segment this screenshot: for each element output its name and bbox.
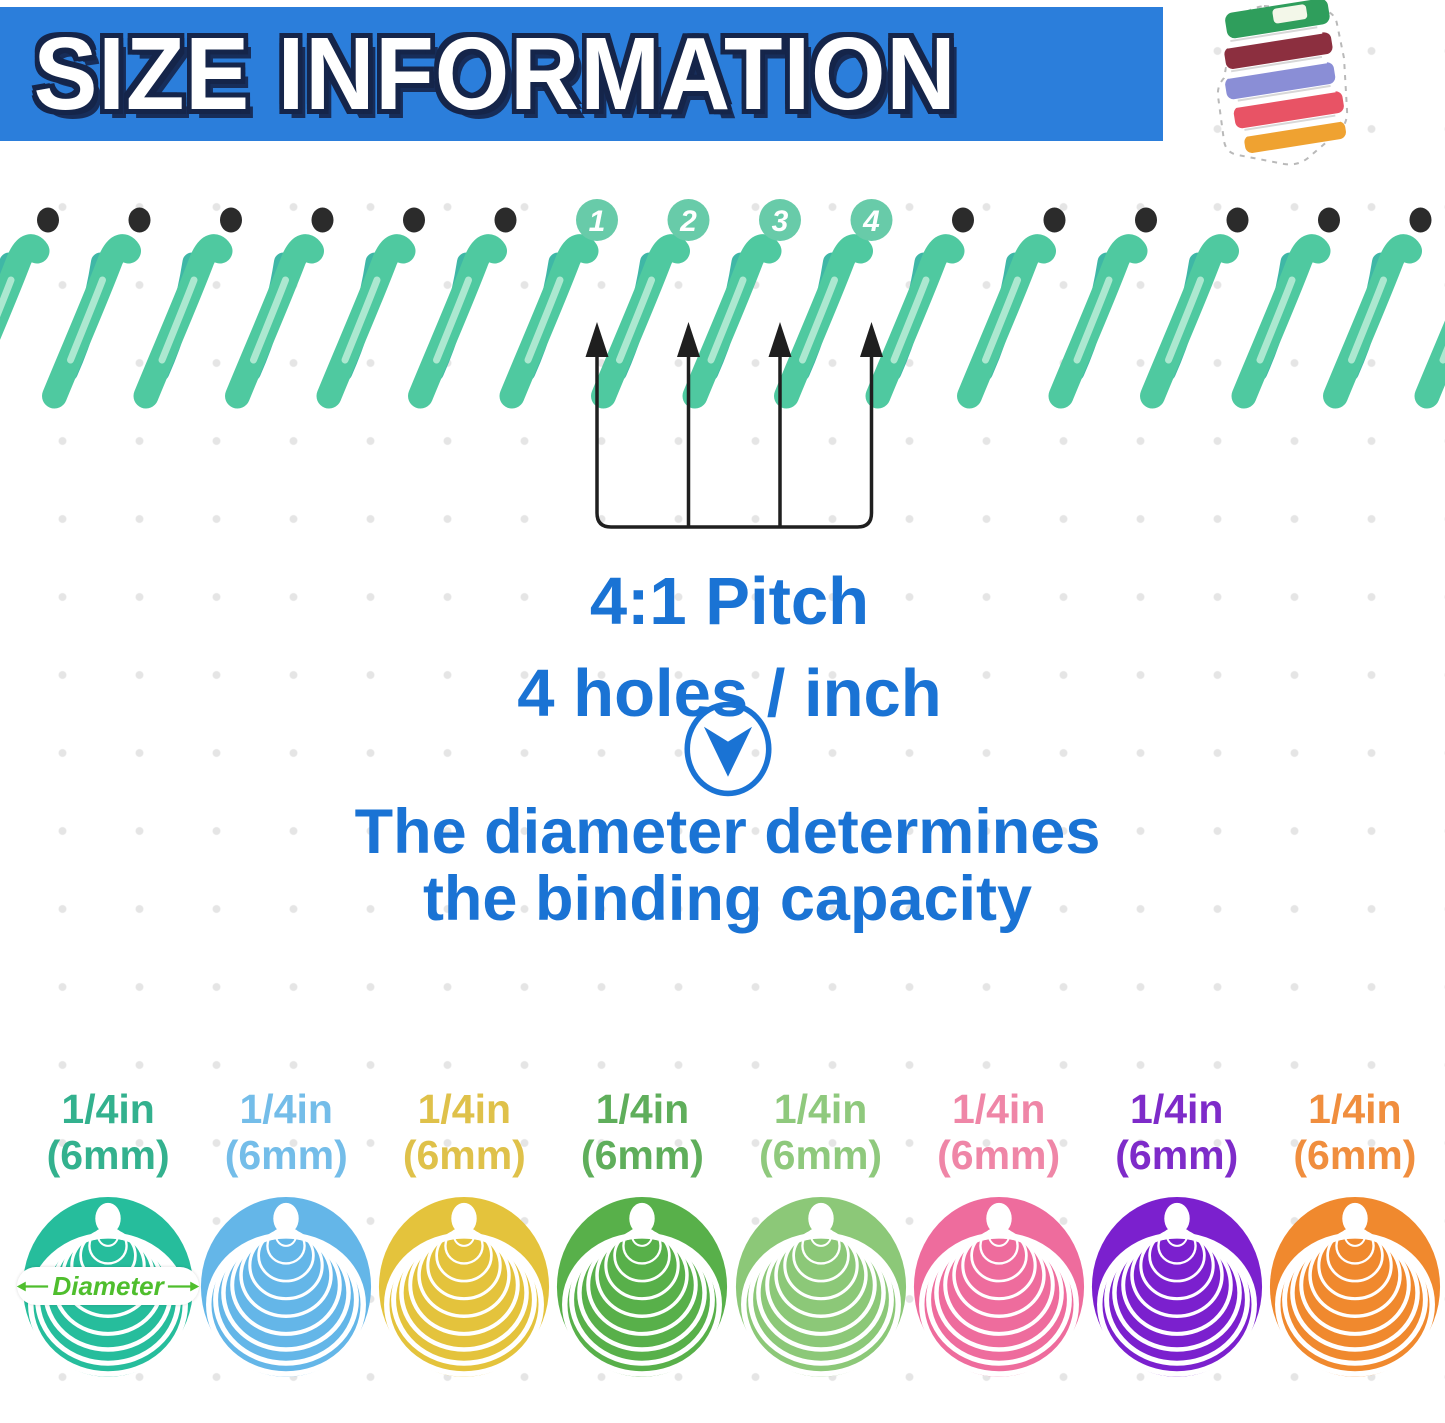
size-mm-label: (6mm): [580, 1132, 704, 1178]
punch-hole-dot: [128, 207, 151, 233]
coil-size-item: 1/4in (6mm): [911, 1086, 1087, 1380]
size-inches-label: 1/4in: [595, 1086, 690, 1132]
punch-hole-dot: [403, 207, 425, 233]
svg-text:4: 4: [862, 205, 880, 238]
coil-end-illustration: [913, 1196, 1084, 1377]
size-mm-label: (6mm): [759, 1132, 883, 1178]
size-inches-label: 1/4in: [951, 1086, 1046, 1132]
pitch-line2: 4 holes / inch: [517, 656, 942, 731]
up-arrowhead: [768, 322, 792, 357]
numbered-hole-badge: 3: [759, 199, 801, 241]
coil-size-item: 1/4in (6mm): [1267, 1086, 1443, 1380]
coil-end-wrap: [733, 1188, 909, 1380]
size-mm-label: (6mm): [402, 1132, 526, 1178]
size-inches-label: 1/4in: [61, 1086, 155, 1132]
books-stack: [1224, 0, 1346, 153]
numbered-hole-badge: 2: [667, 199, 710, 241]
coil-end-wrap: [1089, 1188, 1265, 1380]
size-inches-label: 1/4in: [417, 1086, 512, 1132]
chevron-down-circle-icon: [684, 701, 772, 797]
arrow-left-icon: [17, 1281, 49, 1291]
coil-sizes-row: 1/4in (6mm) Diameter: [0, 1086, 1445, 1380]
coil-end-illustration: [1269, 1196, 1440, 1377]
coil-size-item: 1/4in (6mm): [198, 1086, 374, 1380]
diameter-label: Diameter: [52, 1270, 164, 1301]
coil-end-wrap: Diameter: [17, 1188, 200, 1380]
chevron-down-glyph: [703, 726, 753, 777]
up-arrowhead: [677, 322, 700, 357]
up-arrowhead: [860, 322, 883, 357]
size-inches-label: 1/4in: [1308, 1086, 1402, 1132]
coil-size-item: 1/4in (6mm): [554, 1086, 730, 1380]
size-label: 1/4in (6mm): [1115, 1086, 1238, 1178]
coil-end-wrap: [911, 1188, 1087, 1380]
size-mm-label: (6mm): [224, 1132, 348, 1178]
coil-end-wrap: [1267, 1188, 1443, 1380]
coil-end-illustration: [1091, 1196, 1262, 1377]
capacity-text-block: The diameter determines the binding capa…: [5, 799, 1445, 933]
size-label: 1/4in (6mm): [403, 1086, 526, 1178]
coil-end-wrap: [554, 1188, 730, 1380]
size-label: 1/4in (6mm): [937, 1086, 1060, 1178]
punch-hole-dot: [952, 207, 974, 233]
svg-text:1: 1: [589, 205, 606, 238]
punch-hole-dot: [220, 207, 242, 233]
punch-hole-dot: [1135, 207, 1157, 233]
coil-end-wrap: [198, 1188, 374, 1380]
punch-hole-dot: [1409, 207, 1432, 233]
size-label: 1/4in (6mm): [225, 1086, 348, 1178]
arrow-right-icon: [167, 1281, 199, 1291]
page-title: SIZE INFORMATION: [33, 16, 957, 131]
coil-end-wrap: [376, 1188, 552, 1380]
size-mm-label: (6mm): [46, 1132, 170, 1178]
size-label: 1/4in (6mm): [1293, 1086, 1416, 1178]
size-label: 1/4in (6mm): [47, 1086, 170, 1178]
capacity-line1: The diameter determines: [354, 797, 1101, 867]
numbered-hole-badge: 1: [576, 199, 618, 241]
size-label: 1/4in (6mm): [581, 1086, 704, 1178]
size-mm-label: (6mm): [1115, 1132, 1239, 1178]
pitch-bracket: [595, 352, 874, 529]
size-inches-label: 1/4in: [239, 1086, 333, 1132]
size-inches-label: 1/4in: [773, 1086, 868, 1132]
header-banner: SIZE INFORMATION: [0, 7, 1163, 141]
punch-hole-dot: [1226, 207, 1249, 233]
numbered-hole-badge: 4: [850, 199, 893, 241]
punch-hole-dot: [311, 207, 334, 233]
books-stack-icon: [1216, 0, 1349, 166]
punch-hole-dot: [1318, 207, 1340, 233]
binding-coil-illustration: 1 2 3 4: [0, 199, 1445, 529]
coil-size-item: 1/4in (6mm): [376, 1086, 552, 1380]
coil-size-item: 1/4in (6mm) Diameter: [17, 1086, 200, 1380]
punch-hole-dot: [1043, 207, 1066, 233]
coil-end-illustration: [201, 1196, 372, 1377]
coil-size-item: 1/4in (6mm): [1089, 1086, 1265, 1380]
pitch-text-block: 4:1 Pitch 4 holes / inch: [7, 556, 1445, 740]
diameter-callout: Diameter: [17, 1267, 200, 1305]
size-label: 1/4in (6mm): [759, 1086, 882, 1178]
size-mm-label: (6mm): [937, 1132, 1061, 1178]
punch-hole-dot: [37, 207, 59, 233]
coil-size-item: 1/4in (6mm): [733, 1086, 909, 1380]
capacity-line2: the binding capacity: [422, 864, 1033, 934]
coil-end-illustration: [735, 1196, 906, 1377]
coil-end-illustration: [557, 1196, 728, 1377]
svg-text:3: 3: [772, 205, 789, 238]
svg-text:2: 2: [679, 205, 697, 238]
size-inches-label: 1/4in: [1130, 1086, 1224, 1132]
size-mm-label: (6mm): [1293, 1132, 1417, 1178]
up-arrowhead: [585, 322, 609, 357]
coil-end-illustration: [379, 1196, 550, 1377]
punch-hole-dot: [494, 207, 517, 233]
pitch-line1: 4:1 Pitch: [589, 564, 870, 639]
